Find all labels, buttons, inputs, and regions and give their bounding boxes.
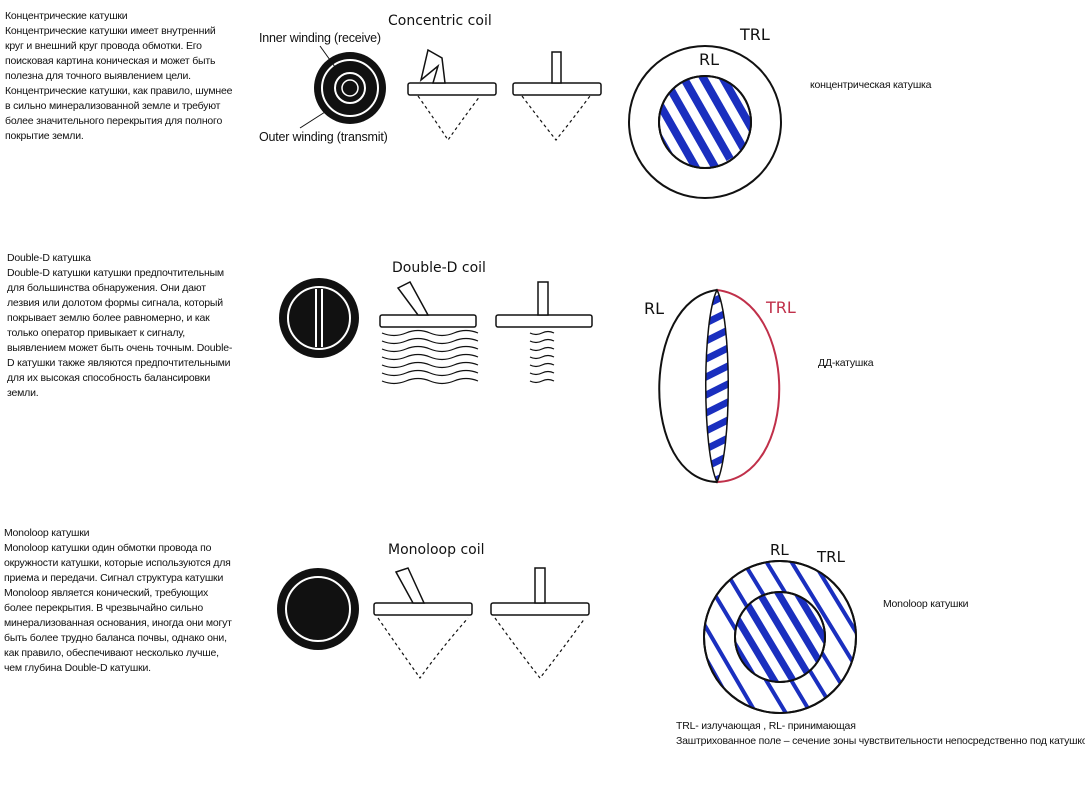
concentric-caption: концентрическая катушка [810,79,932,91]
monoloop-coil-side-view-angled [373,567,473,680]
concentric-description: Концентрические катушки Концентрические … [5,9,233,144]
double-d-caption: ДД-катушка [818,357,874,369]
concentric-coil-top-view [299,45,386,129]
double-d-trl-label: TRL [766,298,796,317]
monoloop-caption: Monoloop катушки [883,598,969,610]
double-d-coil-side-view-angled [379,281,479,385]
double-d-body: Double-D катушки катушки предпочтительны… [7,267,233,399]
monoloop-diagram-title: Monoloop coil [388,542,485,558]
legend-line-2: Заштрихованное поле – сечение зоны чувст… [676,735,1085,747]
monoloop-coil-side-view-front [490,567,590,679]
concentric-body: Концентрические катушки имеет внутренний… [5,25,233,142]
concentric-rl-label: RL [699,50,720,69]
double-d-diagram-title: Double-D coil [392,260,486,276]
monoloop-description: Monoloop катушки Monoloop катушки один о… [4,526,232,676]
double-d-coil-top-view [279,278,359,358]
monoloop-heading: Monoloop катушки [4,527,90,539]
monoloop-body: Monoloop катушки один обмотки провода по… [4,542,232,674]
concentric-diagram-title: Concentric coil [388,13,492,29]
double-d-heading: Double-D катушка [7,252,91,264]
concentric-coil-side-view-front [512,51,602,141]
concentric-trl-label: TRL [740,25,770,44]
concentric-heading: Концентрические катушки [5,10,128,22]
monoloop-rl-label: RL [770,541,789,559]
double-d-coil-side-view-front [495,281,593,384]
concentric-zone-diagram [628,45,782,199]
monoloop-coil-top-view [277,568,359,650]
double-d-description: Double-D катушка Double-D катушки катушк… [7,251,235,401]
inner-winding-label: Inner winding (receive) [259,31,381,45]
legend-line-1: TRL- излучающая , RL- принимающая [676,720,856,732]
double-d-rl-label: RL [644,299,665,318]
outer-winding-label: Outer winding (transmit) [259,130,388,144]
concentric-coil-side-view-angled [407,48,497,142]
monoloop-trl-label: TRL [817,548,845,566]
